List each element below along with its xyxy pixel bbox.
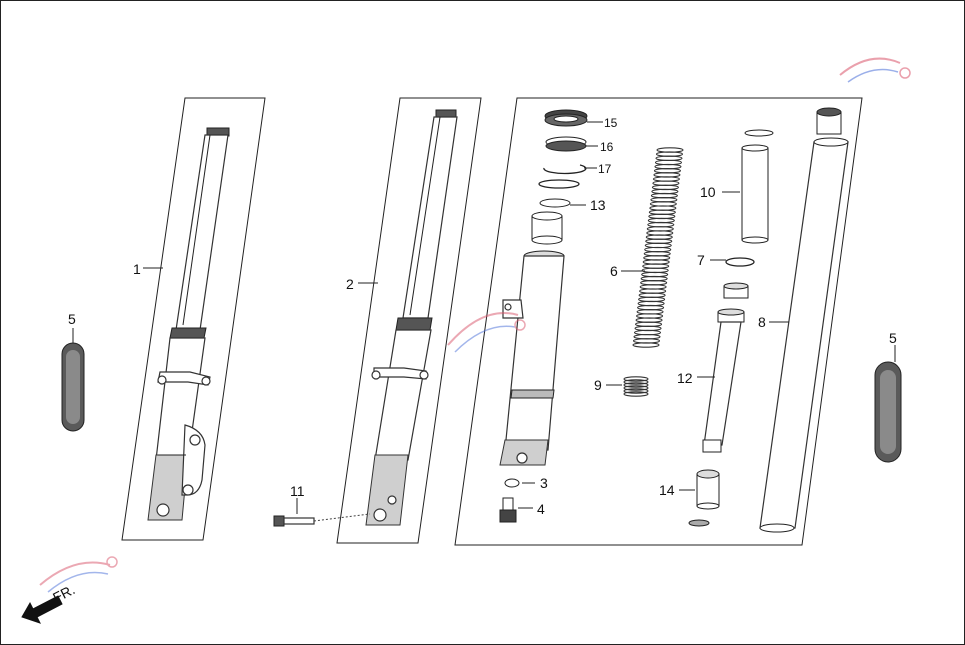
part-4-bolt [499, 497, 517, 523]
callout-15: 15 [604, 116, 618, 130]
callout-10: 10 [700, 184, 716, 200]
callout-5-left: 5 [68, 311, 76, 327]
part-6-main-spring [632, 147, 684, 348]
part-17-circlip [543, 164, 587, 175]
bolt-11 [273, 513, 371, 527]
callout-6: 6 [610, 263, 618, 279]
washer-upper [538, 179, 580, 189]
panel-right-fork [336, 97, 482, 544]
slider-bushing [531, 211, 563, 245]
callout-14: 14 [659, 482, 675, 498]
reflector-right [874, 361, 902, 463]
callout-8: 8 [758, 314, 766, 330]
callout-9: 9 [594, 377, 602, 393]
callout-16: 16 [600, 140, 614, 154]
part-8-inner-tube [759, 107, 849, 533]
panel-left-fork [121, 97, 266, 541]
part-9-rebound-spring [623, 376, 649, 397]
part-15-oil-seal [544, 109, 588, 127]
callout-5-right: 5 [889, 330, 897, 346]
part-7-washer [725, 257, 755, 267]
callout-1: 1 [133, 261, 141, 277]
piston-collar [723, 282, 749, 299]
watermark-logo-bottom-left [39, 556, 118, 593]
callout-17: 17 [598, 162, 612, 176]
callout-4: 4 [537, 501, 545, 517]
front-direction-arrow: FR. [21, 581, 77, 624]
panel-internals [454, 97, 863, 546]
callout-3: 3 [540, 475, 548, 491]
reflector-left [61, 342, 85, 432]
watermark-logo-top-right [839, 57, 911, 83]
callout-12: 12 [677, 370, 693, 386]
fork-leg-right [365, 109, 458, 526]
callout-2: 2 [346, 276, 354, 292]
watermark-logo-center [447, 312, 526, 353]
callout-11: 11 [290, 483, 305, 499]
callout-13: 13 [590, 197, 606, 213]
part-13-washer [539, 198, 571, 208]
callout-7: 7 [697, 252, 705, 268]
part-10-spacer-tube [741, 129, 774, 244]
fork-leg-left [147, 127, 230, 521]
part-14-oil-lock [688, 469, 720, 527]
part-3-washer [504, 478, 520, 488]
part-12-damper-rod [702, 308, 745, 453]
part-16-ring [545, 136, 587, 152]
outer-slider-tube [499, 250, 565, 466]
